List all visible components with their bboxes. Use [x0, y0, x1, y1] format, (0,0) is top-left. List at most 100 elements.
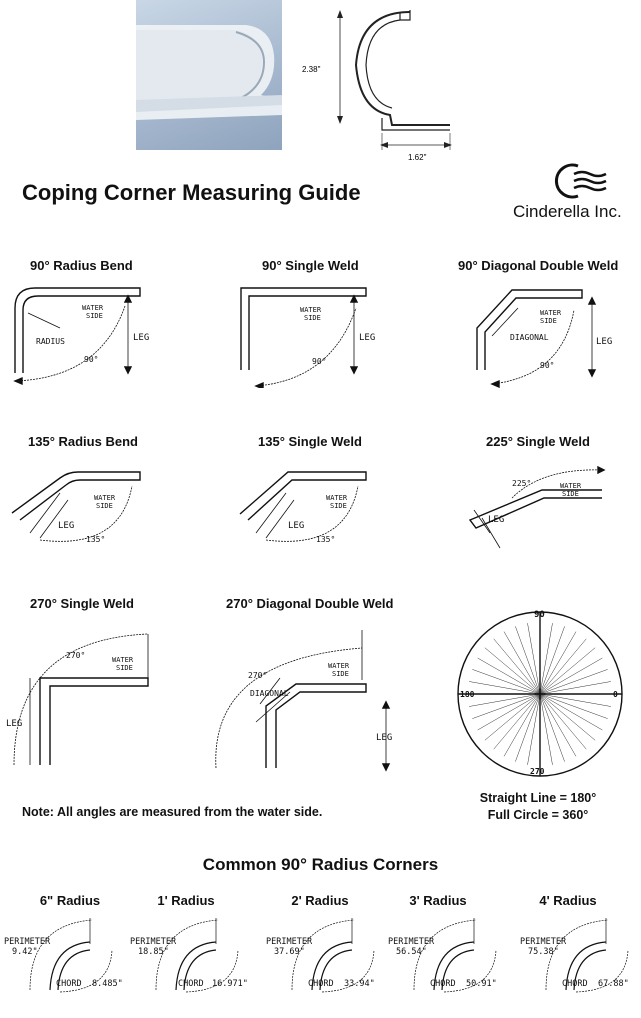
- leg-label: LEG: [359, 333, 375, 343]
- water-label: WATER: [560, 482, 582, 490]
- protractor-ray: [527, 623, 541, 695]
- protractor-ray: [469, 681, 541, 695]
- leg-label: LEG: [6, 719, 22, 729]
- side-label: SIDE: [116, 664, 133, 672]
- diagram-225-single-weld: 225° WATER SIDE LEG: [468, 465, 606, 549]
- angle-label: 135°: [86, 535, 105, 544]
- perimeter-value: 18.85": [138, 947, 169, 957]
- leg-label: LEG: [288, 521, 304, 531]
- side-label: SIDE: [562, 490, 579, 498]
- protractor-ray: [539, 681, 611, 695]
- section-270-single-weld: 270° Single Weld: [30, 596, 134, 611]
- protractor-ray: [539, 638, 587, 695]
- chord-value: 8.485": [92, 979, 123, 989]
- protractor-ray: [539, 693, 553, 765]
- protractor-ray: [493, 638, 541, 695]
- perimeter-value: 75.38": [528, 947, 559, 957]
- perimeter-label: PERIMETER: [130, 937, 177, 947]
- chord-value: 67.88": [598, 979, 629, 989]
- perimeter-label: PERIMETER: [4, 937, 51, 947]
- protractor-ray: [527, 693, 541, 765]
- chord-value: 33.94": [344, 979, 375, 989]
- protractor-label-90: 90: [534, 610, 545, 620]
- water-label: WATER: [300, 306, 322, 314]
- chord-label: CHORD: [430, 979, 456, 989]
- diagram-270-single-weld: 270° WATER SIDE LEG: [6, 633, 149, 766]
- corner-label-text: 6" Radius: [39, 893, 101, 908]
- angle-label: 90°: [84, 355, 98, 364]
- side-label: SIDE: [540, 317, 557, 325]
- corner-diagram-2ft: PERIMETER 37.69" CHORD 33.94": [266, 918, 375, 993]
- angle-label: 90°: [540, 361, 554, 370]
- section-90-radius-bend: 90° Radius Bend: [30, 258, 133, 273]
- protractor-label-270: 270: [530, 767, 545, 776]
- leg-label: LEG: [596, 337, 612, 347]
- circle-notes: Straight Line = 180° Full Circle = 360°: [438, 790, 638, 824]
- chord-value: 50.91": [466, 979, 497, 989]
- protractor-ray: [515, 626, 541, 695]
- protractor-label-0: 0: [613, 690, 618, 699]
- section-90-diagonal-double-weld: 90° Diagonal Double Weld: [458, 258, 619, 273]
- chord-label: CHORD: [562, 979, 588, 989]
- corner-label-1ft: 1' Radius: [146, 892, 226, 910]
- chord-label: CHORD: [178, 979, 204, 989]
- section-270-diagonal-double-weld: 270° Diagonal Double Weld: [226, 596, 394, 611]
- brand-name: Cinderella Inc.: [513, 202, 622, 221]
- full-circle-note: Full Circle = 360°: [487, 808, 589, 822]
- protractor-ray: [469, 693, 541, 707]
- corner-diagram-3ft: PERIMETER 56.54" CHORD 50.91": [388, 918, 497, 993]
- chord-label: CHORD: [56, 979, 82, 989]
- angle-label: 270°: [66, 651, 85, 660]
- angle-label: 135°: [316, 535, 335, 544]
- protractor-ray: [539, 693, 587, 750]
- common-corners-title: Common 90° Radius Corners: [202, 855, 439, 874]
- corner-label-3ft: 3' Radius: [398, 892, 478, 910]
- perimeter-label: PERIMETER: [388, 937, 435, 947]
- protractor-ray: [539, 669, 608, 695]
- section-90-single-weld: 90° Single Weld: [262, 258, 359, 273]
- protractor-ray: [472, 693, 541, 719]
- perimeter-label: PERIMETER: [266, 937, 313, 947]
- protractor-label-180: 180: [460, 690, 475, 699]
- corner-label-4ft: 4' Radius: [528, 892, 608, 910]
- protractor-ray: [484, 647, 541, 695]
- corner-label-6in: 6" Radius: [30, 892, 110, 910]
- corner-label-text: 1' Radius: [157, 893, 215, 908]
- protractor-ray: [539, 623, 553, 695]
- water-label: WATER: [540, 309, 562, 317]
- section-135-single-weld: 135° Single Weld: [258, 434, 362, 449]
- corner-label-text: 2' Radius: [291, 893, 349, 908]
- side-label: SIDE: [330, 502, 347, 510]
- protractor-ray: [539, 693, 577, 757]
- diagram-135-single-weld: WATER SIDE LEG 135°: [239, 471, 367, 544]
- leg-label: LEG: [133, 333, 149, 343]
- angle-note: Note: All angles are measured from the w…: [22, 805, 323, 819]
- diagonal-label: DIAGONAL: [510, 333, 549, 342]
- section-135-radius-bend: 135° Radius Bend: [28, 434, 138, 449]
- corner-label-text: 3' Radius: [409, 893, 467, 908]
- water-label: WATER: [112, 656, 134, 664]
- protractor-ray: [539, 631, 577, 695]
- protractor-ray: [477, 693, 541, 731]
- leg-label: LEG: [58, 521, 74, 531]
- protractor-ray: [539, 626, 565, 695]
- straight-line-note: Straight Line = 180°: [479, 791, 597, 805]
- diagram-90-radius-bend: WATER SIDE RADIUS LEG 90°: [13, 287, 149, 386]
- perimeter-value: 9.42": [12, 947, 38, 957]
- protractor-ray: [539, 693, 596, 741]
- coping-photo: [136, 0, 282, 150]
- leg-label: LEG: [376, 733, 392, 743]
- protractor-ray: [539, 693, 611, 707]
- water-label: WATER: [326, 494, 348, 502]
- angle-label: 90°: [312, 357, 326, 366]
- profile-width-label: 1.62": [408, 153, 427, 162]
- protractor-ray: [503, 693, 541, 757]
- protractor-ray: [539, 693, 603, 731]
- section-225-single-weld: 225° Single Weld: [486, 434, 590, 449]
- radius-label: RADIUS: [36, 337, 65, 346]
- protractor-ray: [539, 693, 565, 762]
- side-label: SIDE: [86, 312, 103, 320]
- protractor-ray: [472, 669, 541, 695]
- diagram-90-single-weld: WATER SIDE LEG 90°: [240, 287, 375, 388]
- protractor-ray: [539, 647, 596, 695]
